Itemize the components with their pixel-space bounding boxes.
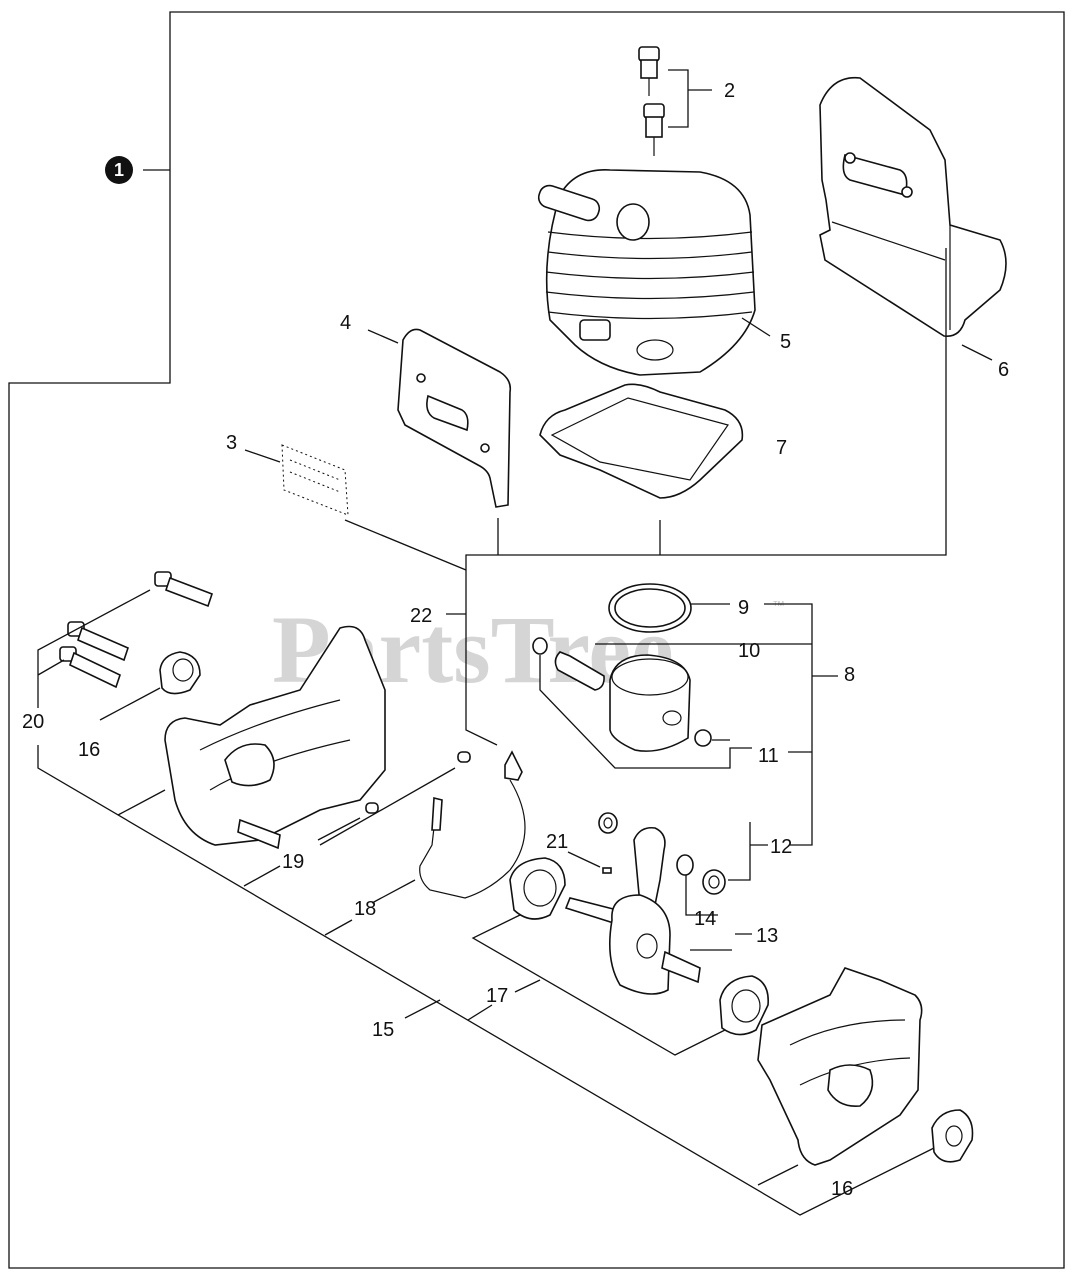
callout-20[interactable]: 20 [22,711,44,733]
kit-badge[interactable]: 1 [105,156,170,184]
callout-21[interactable]: 21 [546,831,568,853]
crankcase-right[interactable] [757,967,923,1166]
part-21-key[interactable] [598,812,618,874]
part-11-circlips[interactable] [532,637,712,747]
callout-16-right[interactable]: 16 [831,1178,853,1200]
callout-7[interactable]: 7 [776,437,787,459]
callout-9[interactable]: 9 [738,597,749,619]
callout-10[interactable]: 10 [738,640,760,662]
part-10-piston-pin[interactable] [554,651,605,691]
callout-15[interactable]: 15 [372,1019,394,1041]
callout-19[interactable]: 19 [282,851,304,873]
part-16-seal-left[interactable] [159,651,201,695]
callout-13[interactable]: 13 [756,925,778,947]
callout-3[interactable]: 3 [226,432,237,454]
watermark-tm: ™ [772,598,785,613]
part-7-base-gasket[interactable] [539,383,744,499]
crankshaft[interactable] [564,826,701,995]
callout-8[interactable]: 8 [844,664,855,686]
part-16-seal-right[interactable] [931,1109,974,1163]
callout-6[interactable]: 6 [998,359,1009,381]
part-13-washer[interactable] [702,869,726,895]
part-3-label[interactable] [281,444,349,516]
callout-5[interactable]: 5 [780,331,791,353]
part-20-bolts[interactable] [59,571,214,689]
part-4-gasket[interactable] [397,328,512,508]
part-5-cylinder[interactable] [536,169,756,376]
callout-11[interactable]: 11 [758,745,779,767]
callout-2[interactable]: 2 [724,80,735,102]
part-14-needle-bearing[interactable] [676,854,694,876]
callout-14[interactable]: 14 [694,908,716,930]
part-18-case-gasket[interactable] [419,750,526,899]
part-17-bearings[interactable] [509,857,769,1036]
callout-4[interactable]: 4 [340,312,351,334]
crankcase-left[interactable] [164,625,386,850]
part-2-screws[interactable] [638,46,665,156]
part-9-piston-ring[interactable] [608,583,692,633]
callout-22[interactable]: 22 [410,605,432,627]
piston[interactable] [609,654,691,752]
part-6-heat-shield[interactable] [819,76,1007,337]
diagram-frame [8,11,1065,1269]
callout-12[interactable]: 12 [770,836,792,858]
callout-16-left[interactable]: 16 [78,739,100,761]
kit-number: 1 [114,160,124,180]
callout-17[interactable]: 17 [486,985,508,1007]
part-19-dowel-pins[interactable] [365,751,471,814]
callout-18[interactable]: 18 [354,898,376,920]
